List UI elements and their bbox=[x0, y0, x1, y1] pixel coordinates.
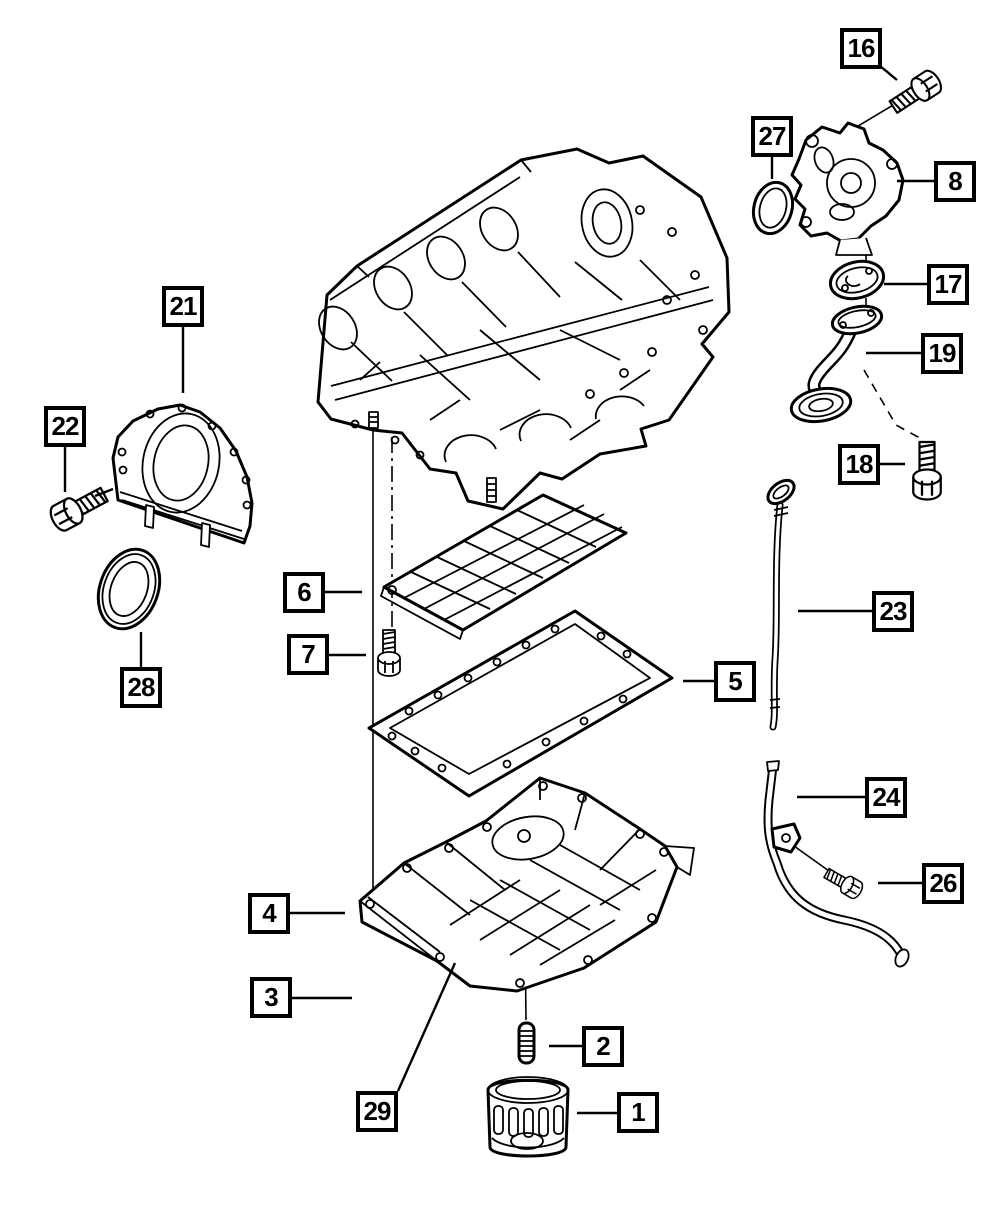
callout-5[interactable]: 5 bbox=[714, 661, 756, 702]
dipstick-tube-drawing bbox=[763, 760, 910, 968]
pickup-tube-gasket-drawing bbox=[828, 259, 886, 301]
oil-pump-bolt-drawing bbox=[888, 69, 943, 114]
callout-26[interactable]: 26 bbox=[922, 863, 964, 904]
oil-pump-drawing bbox=[790, 121, 905, 256]
callout-16[interactable]: 16 bbox=[840, 28, 882, 69]
callout-3[interactable]: 3 bbox=[250, 977, 292, 1018]
windage-tray-drawing bbox=[380, 493, 628, 640]
oil-pickup-tube-drawing bbox=[789, 304, 884, 424]
callout-23[interactable]: 23 bbox=[872, 591, 914, 632]
retainer-bolt-drawing bbox=[49, 486, 109, 532]
pickup-tube-bolt-drawing bbox=[912, 440, 942, 501]
callout-29[interactable]: 29 bbox=[356, 1091, 398, 1132]
callout-2[interactable]: 2 bbox=[582, 1026, 624, 1067]
callout-6[interactable]: 6 bbox=[283, 572, 325, 613]
connector-stud-drawing bbox=[517, 1021, 536, 1065]
dipstick-tube-bolt-drawing bbox=[823, 867, 864, 900]
oil-filter-drawing bbox=[486, 1076, 570, 1158]
o-ring-seal-drawing bbox=[751, 180, 795, 236]
callout-1[interactable]: 1 bbox=[617, 1092, 659, 1133]
callout-17[interactable]: 17 bbox=[927, 264, 969, 305]
callout-21[interactable]: 21 bbox=[162, 286, 204, 327]
rear-seal-retainer-drawing bbox=[111, 403, 254, 548]
callout-18[interactable]: 18 bbox=[838, 444, 880, 485]
callout-22[interactable]: 22 bbox=[44, 406, 86, 447]
oil-pan-gasket-drawing bbox=[367, 609, 674, 798]
callout-7[interactable]: 7 bbox=[287, 634, 329, 675]
callout-19[interactable]: 19 bbox=[921, 333, 963, 374]
oil-pan-drawing bbox=[358, 776, 695, 993]
callout-24[interactable]: 24 bbox=[865, 777, 907, 818]
engine-block-drawing bbox=[316, 147, 731, 511]
leader-lines bbox=[63, 65, 934, 1115]
callout-28[interactable]: 28 bbox=[120, 667, 162, 708]
callout-27[interactable]: 27 bbox=[751, 116, 793, 157]
windage-tray-bolt-drawing bbox=[377, 629, 401, 677]
crankshaft-seal-drawing bbox=[96, 547, 162, 631]
callout-4[interactable]: 4 bbox=[248, 893, 290, 934]
callout-8[interactable]: 8 bbox=[934, 161, 976, 202]
dipstick-drawing bbox=[766, 478, 796, 731]
